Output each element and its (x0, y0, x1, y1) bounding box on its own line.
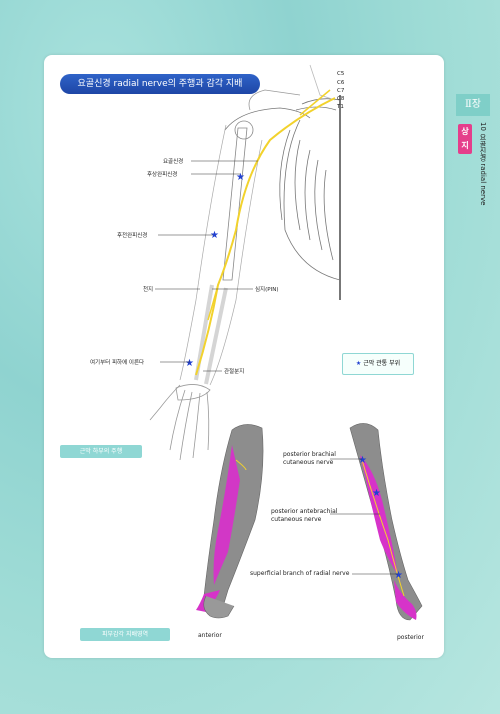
section-tab: 상지 (458, 124, 472, 154)
label-deep-branch: 심지(PIN) (255, 287, 279, 293)
chapter-tab: Ⅱ장 (456, 94, 490, 116)
bottom-leader-lines (330, 458, 398, 575)
spine-label-c6: C6 (337, 80, 345, 86)
spine-label-c7: C7 (337, 88, 345, 94)
penetration-star-3: ★ (185, 358, 194, 369)
label-radial-nerve: 요골신경 (163, 159, 184, 165)
label-anterior: anterior (198, 632, 222, 639)
label-superficial-branch-en: superficial branch of radial nerve (250, 570, 350, 577)
leader-lines (155, 160, 258, 372)
rib-cage (279, 95, 341, 300)
penetration-star-1: ★ (236, 172, 245, 183)
spine-label-c8: C8 (337, 96, 345, 102)
penetration-star-2: ★ (210, 230, 219, 241)
legend-box: ★ 근막 관통 부위 (342, 353, 414, 375)
legend-star-icon: ★ (355, 360, 362, 367)
label-posterior-brachial-en: posterior brachial cutaneous nerve (283, 451, 336, 466)
caption-bottom: 피부감각 지배영역 (80, 628, 170, 641)
label-superficial-branch: 천지 (143, 287, 154, 293)
side-chapter-title: 10 요골신경 radial nerve (479, 122, 487, 206)
page-title: 요골신경 radial nerve의 주행과 감각 지배 (60, 74, 260, 94)
section-tab-label: 상지 (461, 127, 469, 150)
hand-bones (149, 384, 211, 461)
label-posterior-antebrachial: 후전완피신경 (117, 233, 148, 239)
label-wrist-note: 여기부터 피하에 이른다 (90, 360, 145, 366)
legend-text: 근막 관통 부위 (363, 360, 401, 367)
label-posterior-brachial: 후상완피신경 (147, 172, 178, 178)
label-articular-branch: 관절분지 (224, 369, 245, 375)
posterior-star-3: ★ (394, 570, 403, 581)
posterior-star-2: ★ (372, 488, 381, 499)
spine-label-t1: T1 (337, 104, 344, 110)
label-posterior-antebrachial-en: posterior antebrachial cutaneous nerve (271, 508, 338, 523)
posterior-star-1: ★ (358, 455, 367, 466)
caption-top: 근막 하부의 주행 (60, 445, 142, 458)
anterior-skin-zone (213, 445, 240, 585)
radial-nerve-path (195, 97, 336, 376)
label-posterior: posterior (397, 634, 424, 641)
spine-label-c5: C5 (337, 71, 345, 77)
